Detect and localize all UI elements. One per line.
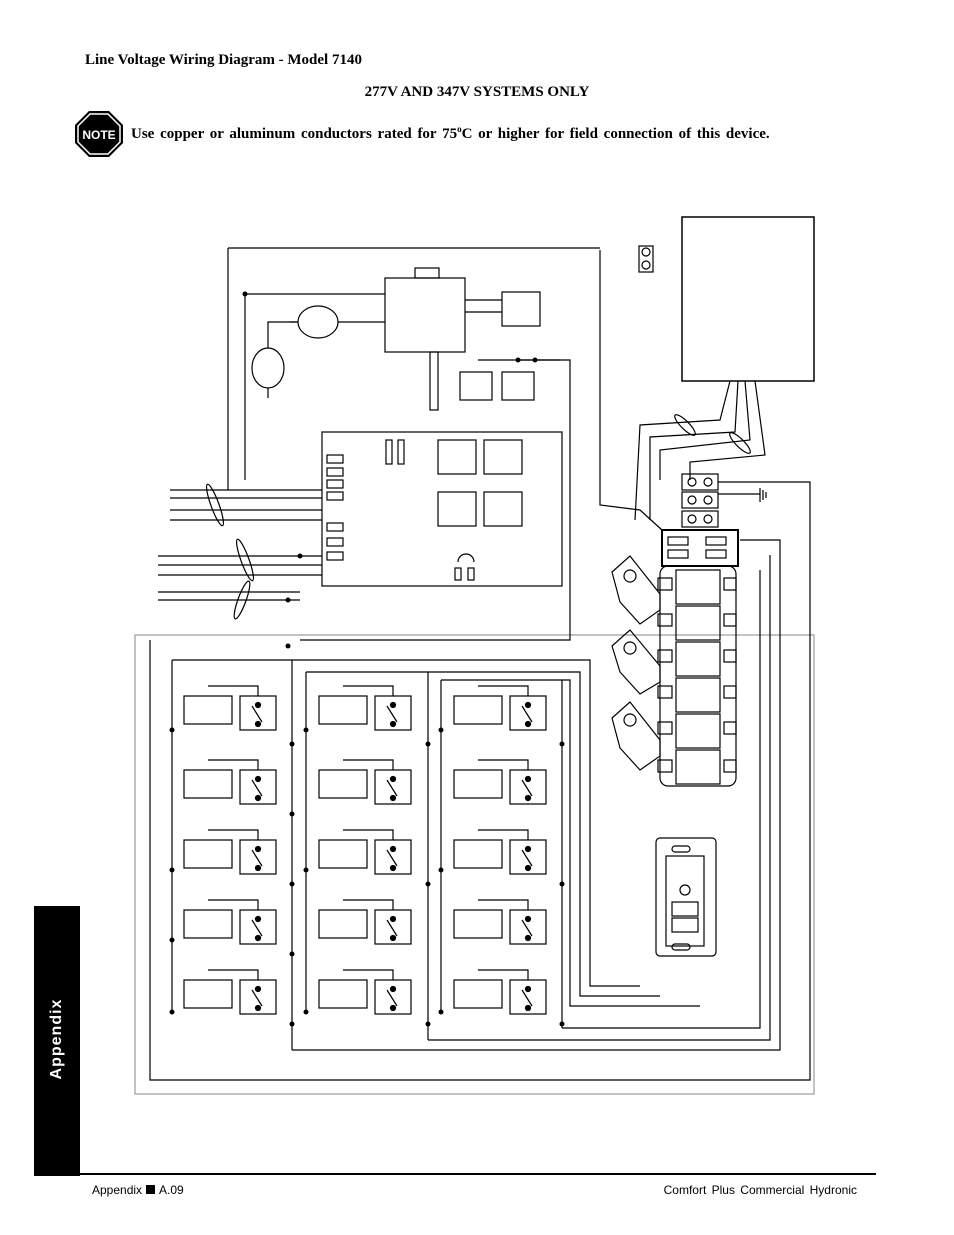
page-subtitle: 277V AND 347V SYSTEMS ONLY — [364, 84, 590, 100]
note-badge-label: NOTE — [82, 128, 115, 142]
relay-icon — [483, 491, 523, 527]
motor-icon — [251, 347, 285, 389]
diagram-outer-frame — [134, 634, 815, 1095]
bullet-square-icon — [146, 1185, 156, 1194]
relay-grid — [183, 685, 547, 1015]
note-text: Use copper or aluminum conductors rated … — [131, 124, 770, 142]
relay-icon — [437, 439, 477, 475]
relay-icon — [437, 491, 477, 527]
transformer-icon — [384, 277, 466, 353]
switch-box — [655, 837, 717, 957]
side-tab-label: Appendix — [48, 998, 65, 1080]
control-board — [321, 431, 563, 587]
side-tab: Appendix — [34, 906, 80, 1176]
motor-icon — [297, 305, 339, 339]
relay-icon — [459, 371, 493, 401]
ground-icon — [759, 488, 767, 502]
page-title: Line Voltage Wiring Diagram - Model 7140 — [85, 52, 362, 68]
fuse-icon — [397, 439, 405, 465]
circuit-breaker-icon — [659, 565, 737, 787]
footer-divider — [80, 1173, 876, 1175]
relay-icon — [483, 439, 523, 475]
capacitor-icon — [501, 291, 541, 327]
terminal-block-icon — [638, 245, 654, 273]
relay-icon — [501, 371, 535, 401]
note-stop-sign-icon: NOTE — [75, 111, 123, 157]
fuse-icon — [385, 439, 393, 465]
footer-product: Comfort Plus Commercial Hydronic — [663, 1183, 857, 1197]
control-enclosure — [681, 216, 815, 382]
main-terminal-block — [661, 529, 739, 567]
